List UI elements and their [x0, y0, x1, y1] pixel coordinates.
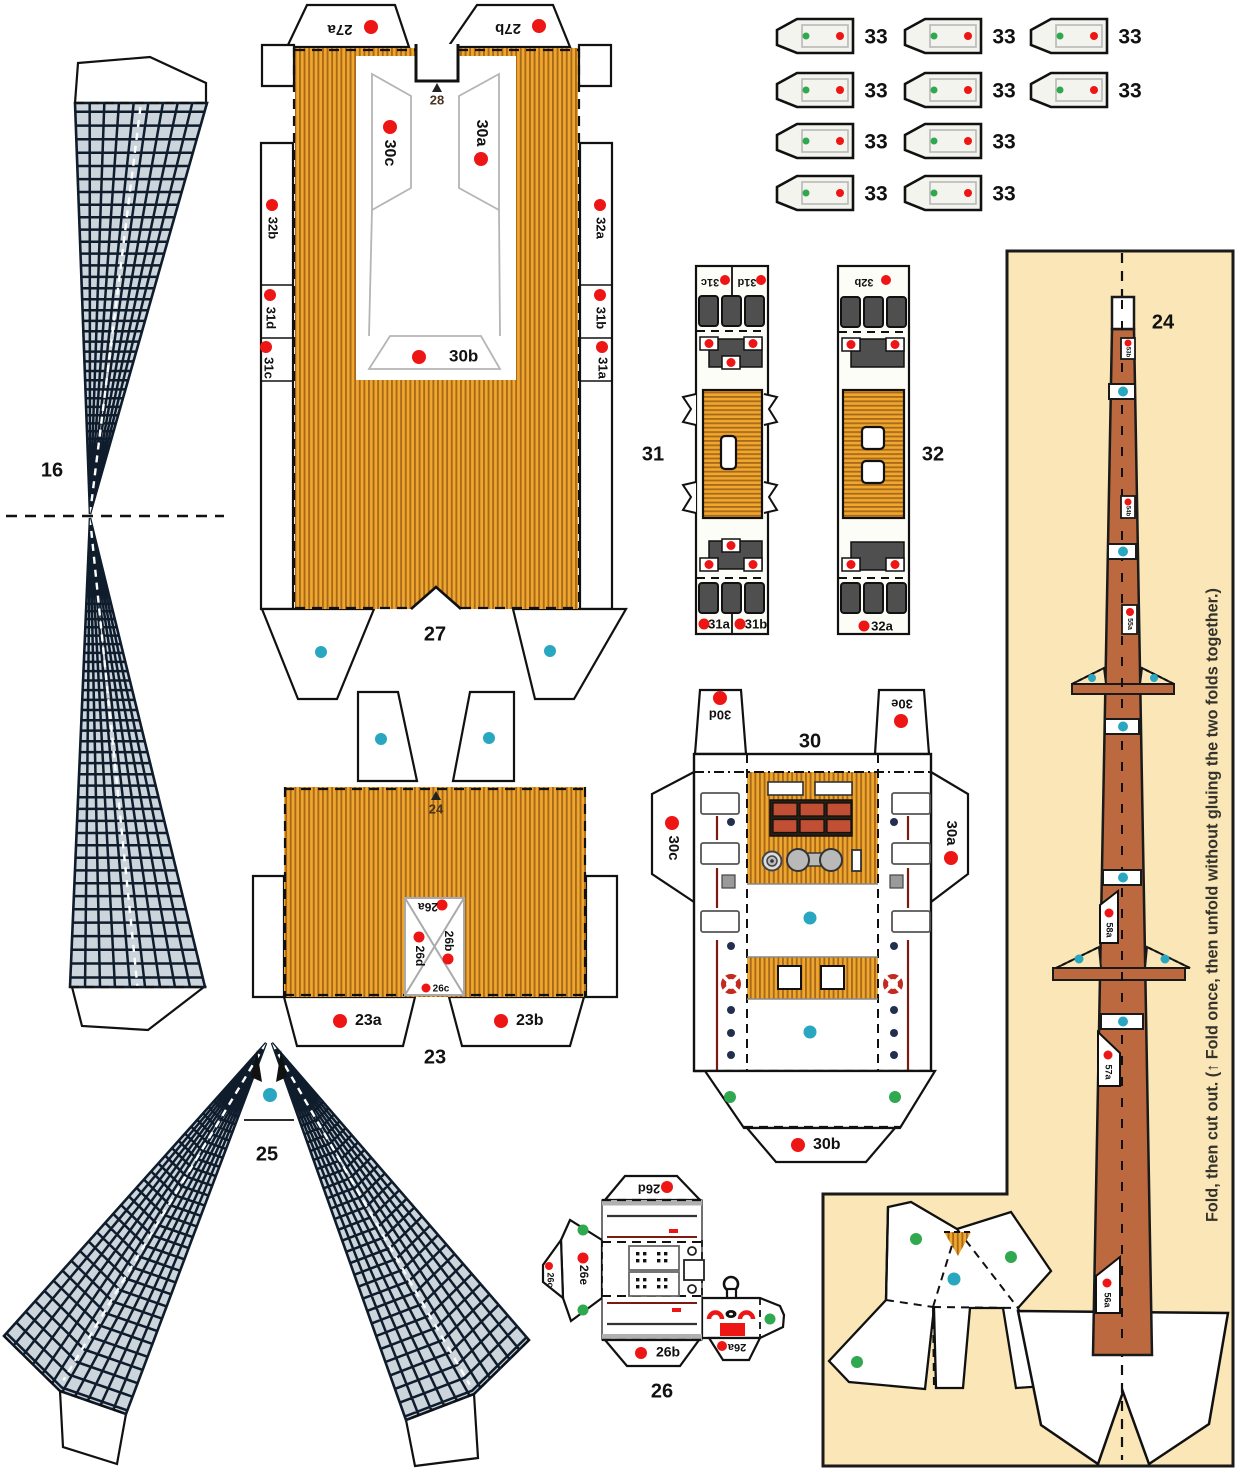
svg-text:33: 33 [864, 131, 887, 154]
svg-text:24: 24 [1152, 311, 1175, 333]
svg-text:26b: 26b [442, 931, 456, 952]
svg-text:33: 33 [992, 80, 1015, 103]
svg-text:32a: 32a [871, 618, 893, 633]
svg-text:32a: 32a [594, 217, 609, 239]
svg-text:31d: 31d [264, 307, 279, 329]
svg-text:33: 33 [992, 183, 1015, 206]
svg-text:55a: 55a [1126, 618, 1133, 630]
svg-text:33: 33 [864, 183, 887, 206]
svg-text:58a: 58a [1105, 922, 1115, 938]
svg-text:33: 33 [864, 26, 887, 49]
svg-text:30c: 30c [381, 140, 398, 167]
svg-text:53b: 53b [1124, 347, 1130, 358]
svg-text:26a: 26a [418, 900, 438, 914]
svg-text:26: 26 [651, 1380, 673, 1402]
svg-text:33: 33 [992, 26, 1015, 49]
svg-text:23b: 23b [516, 1012, 544, 1029]
svg-text:30b: 30b [813, 1136, 841, 1153]
svg-text:32b: 32b [266, 217, 281, 239]
svg-text:25: 25 [256, 1143, 278, 1165]
svg-text:30: 30 [799, 730, 821, 752]
svg-text:16: 16 [41, 459, 63, 481]
svg-text:33: 33 [992, 131, 1015, 154]
svg-text:31: 31 [642, 443, 664, 465]
svg-text:31d: 31d [738, 276, 757, 288]
svg-text:31b: 31b [745, 616, 767, 631]
svg-text:26c: 26c [433, 984, 450, 995]
svg-text:24: 24 [429, 801, 444, 816]
svg-text:26d: 26d [413, 946, 427, 967]
svg-text:31a: 31a [708, 616, 730, 631]
svg-text:32b: 32b [854, 276, 873, 288]
svg-text:26d: 26d [638, 1182, 660, 1197]
svg-text:Fold, then cut out. (↑ Fold on: Fold, then cut out. (↑ Fold once, then u… [1203, 588, 1221, 1222]
svg-text:57a: 57a [1104, 1064, 1114, 1080]
svg-text:26a: 26a [727, 1341, 746, 1353]
svg-text:33: 33 [1118, 26, 1141, 49]
svg-text:31c: 31c [701, 276, 719, 288]
svg-text:32: 32 [922, 443, 944, 465]
svg-text:30d: 30d [709, 708, 731, 723]
svg-text:27a: 27a [327, 21, 353, 38]
svg-text:23: 23 [424, 1046, 446, 1068]
svg-text:30a: 30a [943, 820, 960, 846]
svg-text:30e: 30e [891, 697, 913, 712]
svg-text:26c: 26c [546, 1272, 556, 1287]
svg-text:31c: 31c [262, 357, 277, 379]
svg-text:33: 33 [864, 80, 887, 103]
svg-text:26e: 26e [577, 1265, 591, 1285]
svg-text:33: 33 [1118, 80, 1141, 103]
svg-text:27b: 27b [495, 20, 521, 37]
svg-text:27: 27 [424, 623, 446, 645]
svg-text:30b: 30b [449, 346, 478, 365]
svg-text:56a: 56a [1103, 1292, 1113, 1308]
svg-text:31a: 31a [596, 357, 611, 379]
svg-text:54b: 54b [1124, 506, 1130, 517]
svg-text:31b: 31b [594, 307, 609, 329]
svg-text:26b: 26b [656, 1344, 680, 1360]
svg-text:30a: 30a [473, 120, 490, 147]
svg-text:23a: 23a [355, 1012, 382, 1029]
svg-text:30c: 30c [665, 835, 682, 860]
svg-text:28: 28 [430, 92, 444, 107]
